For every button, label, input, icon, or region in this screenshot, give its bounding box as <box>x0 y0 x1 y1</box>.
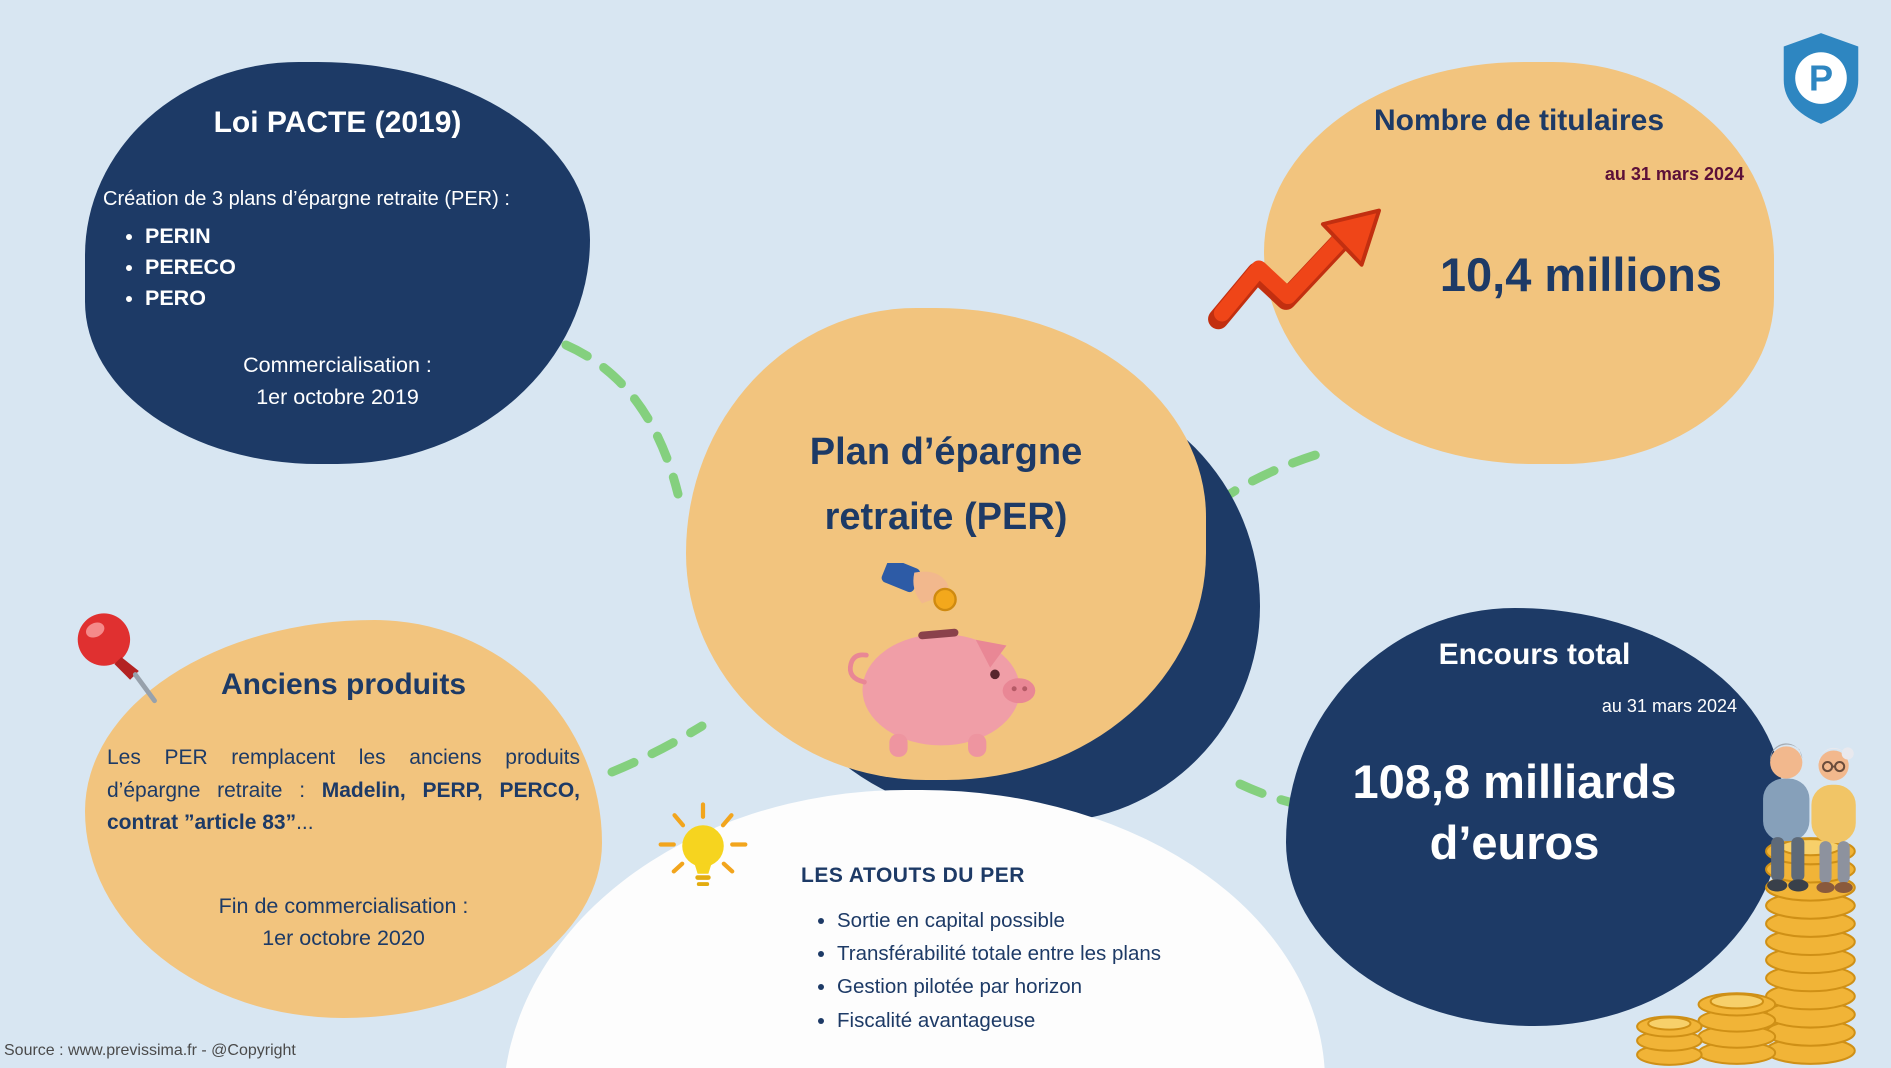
encours-value-line2: d’euros <box>1429 816 1600 870</box>
loi-pacte-intro: Création de 3 plans d’épargne retraite (… <box>103 188 510 210</box>
commercialisation-date: 1er octobre 2019 <box>256 384 419 409</box>
anciens-title: Anciens produits <box>220 668 467 701</box>
logo-letter: P <box>1809 57 1833 98</box>
per-type-item: PERIN <box>145 221 590 252</box>
loi-pacte-title: Loi PACTE (2019) <box>213 106 462 139</box>
per-types-list: PERIN PERECO PERO <box>85 221 590 315</box>
per-center-card: Plan d’épargne retraite (PER) <box>686 308 1206 780</box>
growth-arrow-icon <box>1206 197 1401 352</box>
anciens-body: Les PER remplacent les anciens produits … <box>85 742 602 840</box>
connector-top-left <box>561 340 683 499</box>
fin-commercialisation-label: Fin de commercialisation : <box>218 893 469 918</box>
atouts-item: Fiscalité avantageuse <box>837 1004 1271 1037</box>
per-type-item: PERO <box>145 283 590 314</box>
atouts-title: LES ATOUTS DU PER <box>801 864 1025 887</box>
anciens-body-bold: Madelin, PERP, PERCO, contrat ”article 8… <box>107 778 580 835</box>
atouts-item: Transférabilité totale entre les plans <box>837 937 1271 970</box>
atouts-list: Sortie en capital possible Transférabili… <box>801 904 1271 1037</box>
fin-commercialisation-note: Fin de commercialisation : 1er octobre 2… <box>85 890 602 955</box>
anciens-body-start: Les PER remplacent les anciens produits … <box>107 746 580 802</box>
per-title-line2: retraite (PER) <box>824 495 1068 538</box>
connector-top-right <box>1210 445 1337 509</box>
source-credit: Source : www.previssima.fr - @Copyright <box>4 1042 296 1059</box>
per-title: Plan d’épargne retraite (PER) <box>686 420 1206 549</box>
titulaires-date: au 31 mars 2024 <box>1604 164 1744 184</box>
titulaires-title: Nombre de titulaires <box>1373 104 1665 137</box>
connector-bottom-left <box>607 721 707 777</box>
fin-commercialisation-date: 1er octobre 2020 <box>262 925 425 950</box>
encours-card: Encours total au 31 mars 2024 108,8 mill… <box>1286 608 1856 1066</box>
anciens-body-end: ... <box>296 811 314 835</box>
piggy-bank-icon <box>826 559 1066 765</box>
encours-value-line1: 108,8 milliards <box>1352 755 1677 808</box>
previssima-shield-logo: P <box>1778 30 1864 130</box>
atouts-content: LES ATOUTS DU PER Sortie en capital poss… <box>801 864 1271 1037</box>
atouts-item: Sortie en capital possible <box>837 904 1271 937</box>
encours-title: Encours total <box>1438 638 1631 671</box>
loi-pacte-card: Loi PACTE (2019) Création de 3 plans d’é… <box>85 62 590 464</box>
commercialisation-label: Commercialisation : <box>243 352 432 377</box>
commercialisation-note: Commercialisation : 1er octobre 2019 <box>85 349 590 414</box>
anciens-produits-card: Anciens produits Les PER remplacent les … <box>77 613 602 1018</box>
pushpin-icon <box>69 606 165 716</box>
titulaires-card: Nombre de titulaires au 31 mars 2024 10,… <box>1208 62 1774 464</box>
atouts-item: Gestion pilotée par horizon <box>837 970 1271 1003</box>
encours-value: 108,8 milliards d’euros <box>1286 751 1783 873</box>
encours-date: au 31 mars 2024 <box>1601 696 1737 716</box>
per-type-item: PERECO <box>145 252 590 283</box>
lightbulb-icon <box>653 786 753 926</box>
retired-couple-illustration <box>1624 710 1886 1068</box>
per-title-line1: Plan d’épargne <box>809 431 1083 473</box>
titulaires-value: 10,4 millions <box>1439 248 1722 301</box>
